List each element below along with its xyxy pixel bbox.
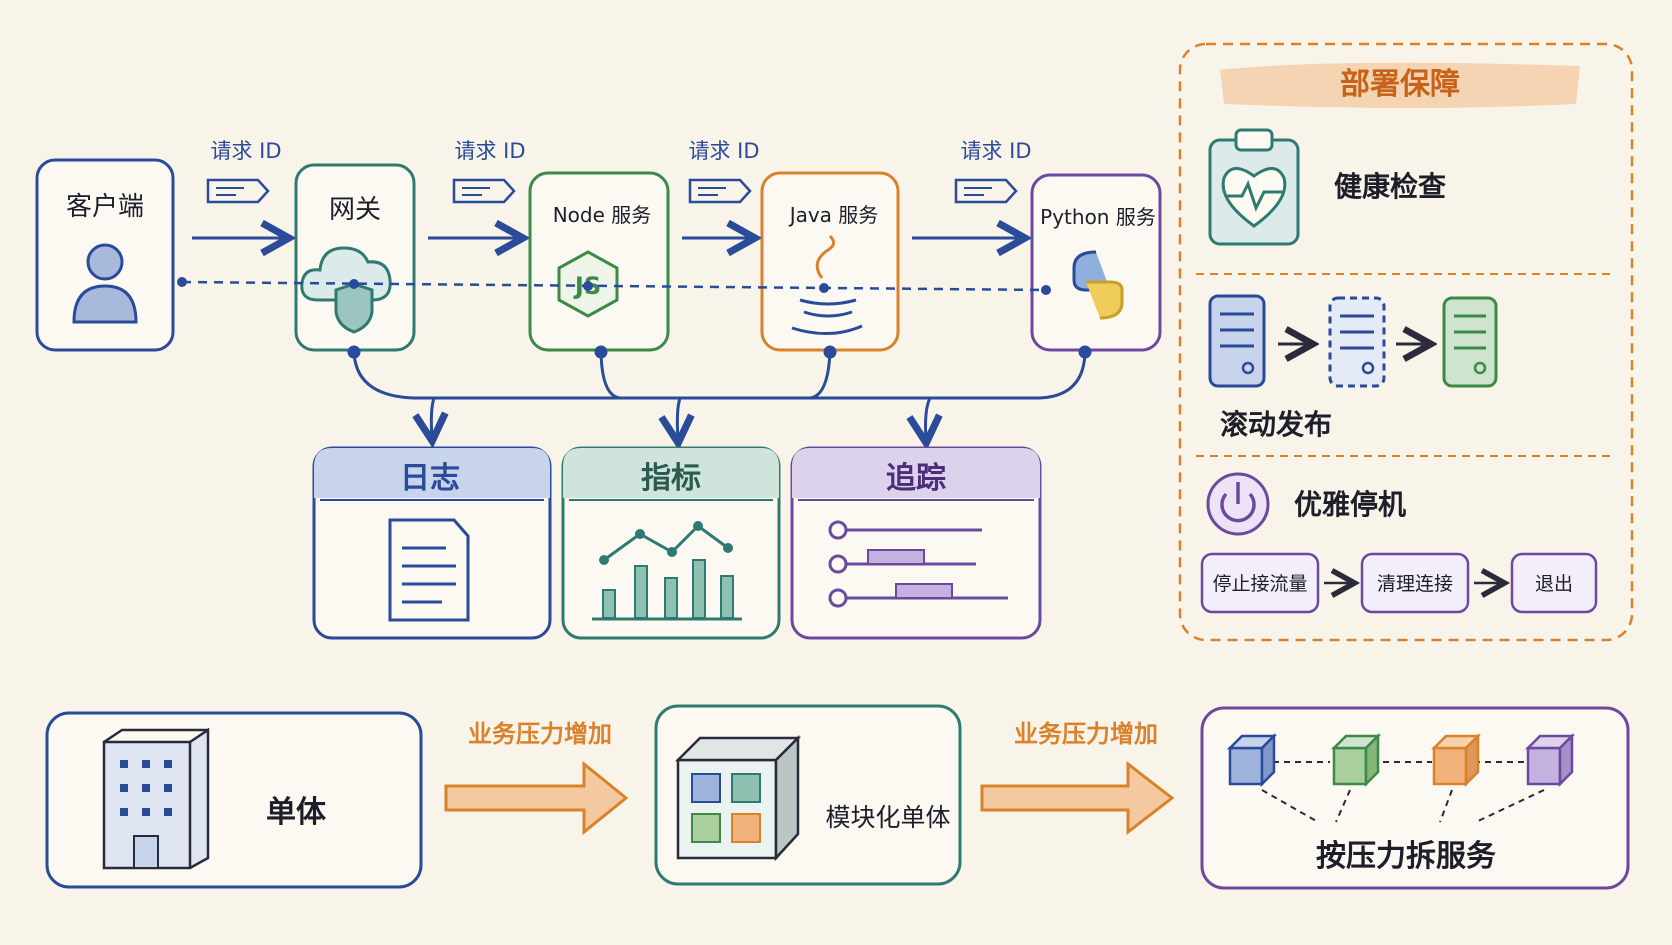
deployment-panel: 部署保障 健康检查 [1178, 42, 1634, 642]
graceful-shutdown-label: 优雅停机 [1294, 488, 1406, 521]
shutdown-steps: 停止接流量 清理连接 退出 [1200, 552, 1598, 614]
power-icon [1206, 472, 1270, 536]
user-icon [72, 243, 138, 324]
health-check-label: 健康检查 [1334, 170, 1446, 203]
observability: 日志 指标 [312, 446, 1042, 640]
monolith-label: 单体 [266, 795, 327, 830]
metrics-card: 指标 [561, 446, 781, 640]
svg-text:请求 ID: 请求 ID [210, 139, 281, 163]
shutdown-step-1 [1200, 552, 1320, 614]
modular-monolith-card: 模块化单体 [654, 704, 962, 886]
svg-text:停止接流量: 停止接流量 [1212, 573, 1307, 595]
rolling-release-servers [1208, 294, 1498, 388]
client-node: 客户端 [35, 158, 175, 352]
modular-monolith-label: 模块化单体 [825, 803, 950, 832]
building-icon [102, 727, 210, 870]
split-services-label: 按压力拆服务 [1316, 839, 1496, 874]
client-label: 客户端 [66, 192, 144, 222]
svg-text:请求 ID: 请求 ID [688, 139, 759, 163]
gateway-label: 网关 [329, 195, 381, 225]
split-services-card: 按压力拆服务 [1200, 706, 1630, 890]
java-service-label: Java 服务 [788, 203, 879, 227]
observability-connectors [347, 345, 1092, 440]
request-flow: 客户端 网关 Node 服务 JS [35, 139, 1162, 440]
service-cubes-icon [1226, 732, 1576, 823]
server-new-icon [1442, 296, 1498, 388]
health-check-icon [1208, 128, 1300, 246]
node-service-label: Node 服务 [553, 203, 652, 227]
python-service-label: Python 服务 [1040, 205, 1156, 229]
monolith-card: 单体 [45, 711, 423, 889]
svg-text:请求 ID: 请求 ID [960, 139, 1031, 163]
java-service-node: Java 服务 [760, 171, 900, 352]
svg-text:退出: 退出 [1535, 573, 1573, 595]
modular-cube-icon [674, 734, 802, 862]
nodejs-icon: JS [557, 250, 619, 318]
logs-card: 日志 [312, 446, 552, 640]
pressure-arrow-2: 业务压力增加 [980, 720, 1175, 836]
python-logo-icon [1072, 250, 1124, 320]
metrics-label: 指标 [641, 461, 701, 496]
svg-text:清理连接: 清理连接 [1377, 573, 1453, 595]
tracing-label: 追踪 [886, 461, 946, 496]
request-id-tag-3: 请求 ID [688, 139, 760, 204]
svg-text:业务压力增加: 业务压力增加 [1014, 720, 1158, 748]
request-id-trace-line [181, 280, 1047, 292]
shutdown-step-2 [1360, 552, 1470, 614]
deployment-title: 部署保障 [1340, 67, 1460, 102]
svg-text:业务压力增加: 业务压力增加 [468, 720, 612, 748]
java-cup-icon [791, 234, 863, 336]
tracing-card: 追踪 [790, 446, 1042, 640]
request-id-tag-4: 请求 ID [954, 139, 1032, 204]
cloud-shield-icon [300, 246, 392, 334]
server-old-icon [1208, 294, 1266, 388]
request-id-tag-1: 请求 ID [206, 139, 282, 204]
node-service-node: Node 服务 JS [528, 171, 670, 352]
rolling-release-label: 滚动发布 [1220, 408, 1332, 441]
trace-spans-icon [828, 520, 1008, 608]
bar-line-chart-icon [592, 521, 742, 621]
request-id-tag-2: 请求 ID [452, 139, 526, 204]
shutdown-step-3 [1510, 552, 1598, 614]
evolution: 单体 业务压力增加 模块化单体 业务压力增加 [45, 704, 1630, 890]
document-icon [388, 518, 470, 622]
server-transition-icon [1328, 296, 1386, 388]
gateway-node: 网关 [294, 163, 416, 352]
pressure-arrow-1: 业务压力增加 [444, 720, 629, 836]
logs-label: 日志 [400, 461, 460, 496]
svg-text:请求 ID: 请求 ID [454, 139, 525, 163]
python-service-node: Python 服务 [1030, 173, 1162, 352]
